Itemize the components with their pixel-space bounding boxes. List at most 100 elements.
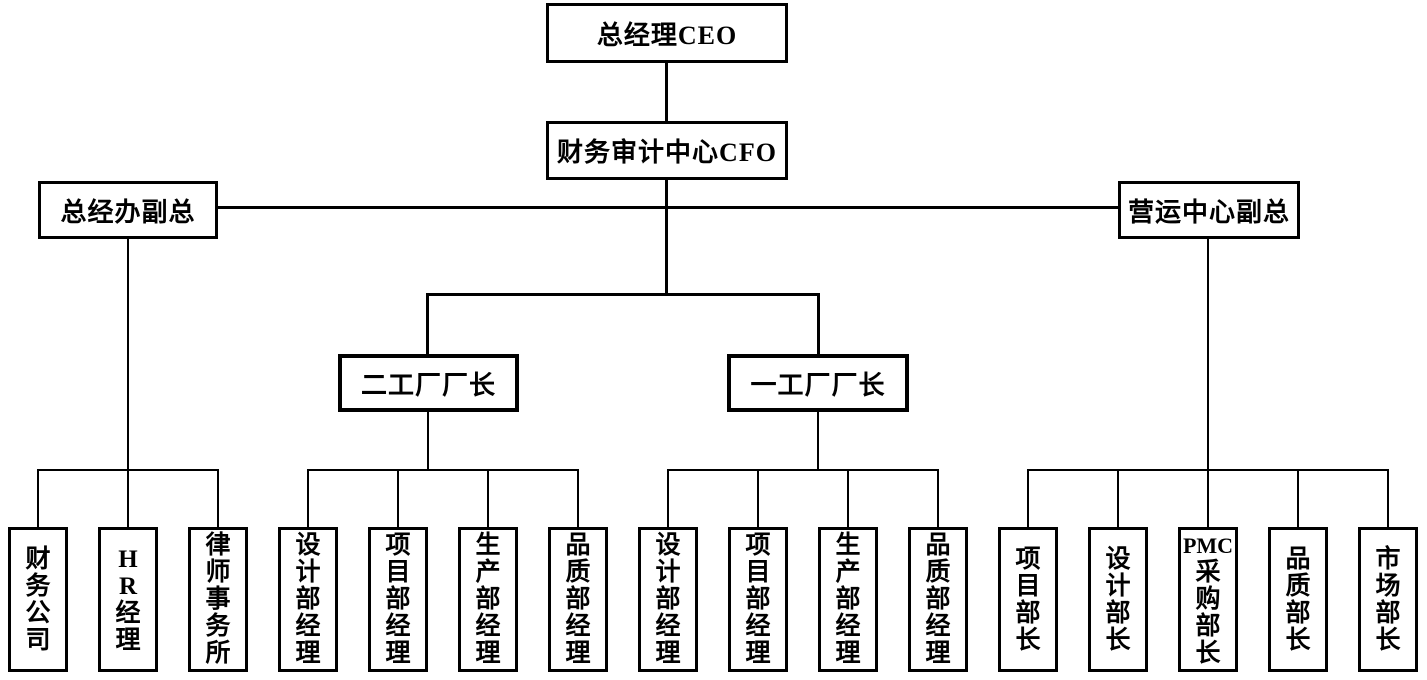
vertical-label-line: 所: [205, 640, 231, 667]
vertical-label-line: 经: [115, 599, 141, 627]
org-node-factory2-label: 二工厂厂长: [360, 370, 496, 400]
vertical-label-line: 部: [1105, 599, 1131, 627]
vertical-label-line: 项: [745, 532, 771, 559]
vertical-label-line: 公: [25, 599, 51, 627]
connector-line: [426, 293, 820, 296]
vertical-label-line: 经: [385, 613, 411, 640]
connector-line: [1117, 469, 1119, 527]
org-node-f2-quality-manager[interactable]: 品质部经理: [548, 527, 608, 672]
vertical-label-line: 计: [655, 559, 681, 586]
connector-line: [665, 63, 668, 121]
vertical-label-line: 项: [1015, 545, 1041, 573]
vertical-label-line: 质: [925, 559, 951, 586]
vertical-label-line: 设: [295, 532, 321, 559]
vertical-label-line: 设: [1105, 545, 1131, 573]
org-node-cfo[interactable]: 财务审计中心CFO: [546, 121, 788, 180]
vertical-label-line: 经: [835, 613, 861, 640]
connector-line: [218, 206, 1118, 209]
vertical-label-line: 理: [565, 640, 591, 667]
org-node-law-firm[interactable]: 律师事务所: [188, 527, 248, 672]
vertical-label-line: 律: [205, 532, 231, 559]
org-node-ops-quality-chief[interactable]: 品质部长: [1268, 527, 1328, 672]
vertical-label-line: 理: [475, 640, 501, 667]
vertical-label-line: 理: [835, 640, 861, 667]
org-node-f1-production-manager[interactable]: 生产部经理: [818, 527, 878, 672]
vertical-label-line: 理: [925, 640, 951, 667]
vertical-label-line: 长: [1015, 626, 1041, 654]
vertical-label-line: 市: [1375, 545, 1401, 573]
vertical-label-line: 计: [295, 559, 321, 586]
connector-line: [1027, 469, 1029, 527]
org-node-f2-project-manager[interactable]: 项目部经理: [368, 527, 428, 672]
org-node-ops-center[interactable]: 营运中心副总: [1118, 181, 1300, 239]
vertical-label-line: 部: [925, 586, 951, 613]
org-node-ops-center-label: 营运中心副总: [1127, 197, 1290, 227]
connector-line: [307, 469, 579, 471]
org-node-gm-office[interactable]: 总经办副总: [38, 181, 218, 239]
vertical-label-line: 品: [565, 532, 591, 559]
vertical-label-line: 财: [25, 545, 51, 573]
vertical-label-line: 长: [1285, 626, 1311, 654]
org-node-f2-design-manager[interactable]: 设计部经理: [278, 527, 338, 672]
vertical-label-line: 部: [1285, 599, 1311, 627]
connector-line: [937, 469, 939, 527]
vertical-label-line: 项: [385, 532, 411, 559]
vertical-label-line: 生: [835, 532, 861, 559]
vertical-label-line: 部: [1195, 613, 1221, 640]
vertical-label-line: 师: [205, 559, 231, 586]
org-node-f1-quality-manager[interactable]: 品质部经理: [908, 527, 968, 672]
connector-line: [817, 296, 820, 354]
org-node-ceo-label: 总经理CEO: [596, 20, 738, 50]
vertical-label-line: 长: [1375, 626, 1401, 654]
vertical-label-line: 质: [565, 559, 591, 586]
connector-line: [426, 296, 429, 354]
vertical-label-line: 理: [655, 640, 681, 667]
vertical-label-line: 场: [1375, 572, 1401, 600]
vertical-label-line: 计: [1105, 572, 1131, 600]
vertical-label-line: 部: [385, 586, 411, 613]
vertical-label-line: 部: [295, 586, 321, 613]
org-node-f1-project-manager[interactable]: 项目部经理: [728, 527, 788, 672]
connector-line: [667, 469, 939, 471]
vertical-label-line: 部: [565, 586, 591, 613]
org-node-f2-production-manager[interactable]: 生产部经理: [458, 527, 518, 672]
org-node-factory1-label: 一工厂厂长: [750, 370, 886, 400]
org-node-ops-project-chief[interactable]: 项目部长: [998, 527, 1058, 672]
connector-line: [397, 469, 399, 527]
vertical-label-line: 部: [655, 586, 681, 613]
org-node-finance-company[interactable]: 财务公司: [8, 527, 68, 672]
vertical-label-line: 长: [1105, 626, 1131, 654]
org-node-factory1-director[interactable]: 一工厂厂长: [727, 354, 909, 412]
connector-line: [37, 469, 39, 527]
vertical-label-line: 长: [1195, 640, 1221, 667]
vertical-label-line: 部: [1015, 599, 1041, 627]
org-node-ops-market-chief[interactable]: 市场部长: [1358, 527, 1418, 672]
org-node-ops-design-chief[interactable]: 设计部长: [1088, 527, 1148, 672]
connector-line: [817, 412, 819, 471]
connector-line: [1207, 239, 1209, 527]
connector-line: [665, 180, 668, 294]
connector-line: [757, 469, 759, 527]
vertical-label-line: 产: [475, 559, 501, 586]
vertical-label-line: 部: [1375, 599, 1401, 627]
vertical-label-line: 部: [475, 586, 501, 613]
org-node-ceo[interactable]: 总经理CEO: [546, 3, 788, 63]
vertical-label-line: 事: [205, 586, 231, 613]
vertical-label-line: 司: [25, 626, 51, 654]
vertical-label-line: 理: [745, 640, 771, 667]
vertical-label-line: 经: [295, 613, 321, 640]
org-node-factory2-director[interactable]: 二工厂厂长: [338, 354, 519, 412]
vertical-label-line: R: [118, 572, 138, 600]
connector-line: [577, 469, 579, 527]
vertical-label-line: 品: [1285, 545, 1311, 573]
vertical-label-line: 品: [925, 532, 951, 559]
connector-line: [307, 469, 309, 527]
org-node-f1-design-manager[interactable]: 设计部经理: [638, 527, 698, 672]
vertical-label-line: 购: [1195, 586, 1221, 613]
vertical-label-line: 经: [565, 613, 591, 640]
connector-line: [1387, 469, 1389, 527]
vertical-label-line: 经: [925, 613, 951, 640]
